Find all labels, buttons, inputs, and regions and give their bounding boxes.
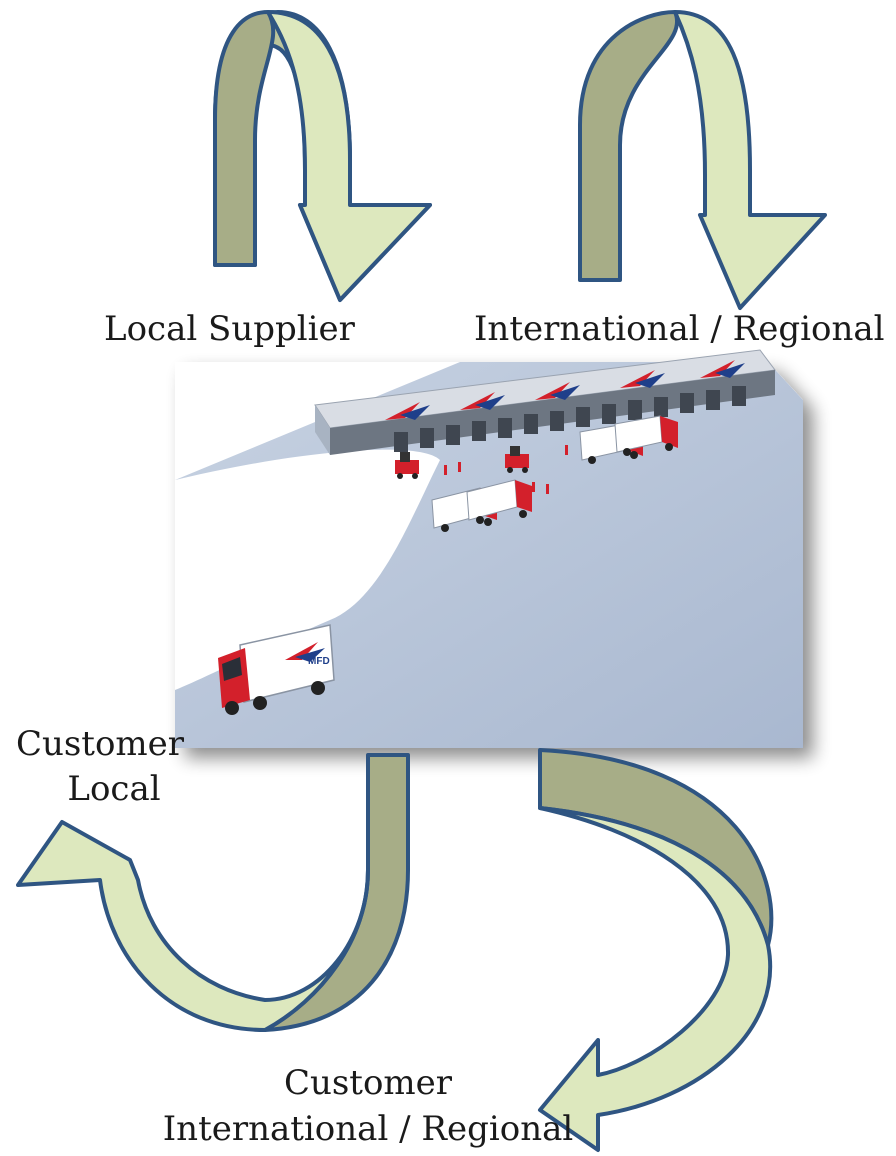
truck-center-2	[466, 479, 532, 524]
arrow-customer-international	[538, 748, 774, 1152]
label-customer-intl-line1: Customer	[284, 1063, 453, 1103]
truck-brand-label: MFD	[308, 656, 330, 667]
label-customer-local-line2: Local	[67, 769, 160, 809]
forklifts	[395, 446, 529, 479]
label-international-regional: International / Regional	[474, 309, 885, 349]
label-customer-local-line1: Customer	[16, 724, 185, 764]
truck-right-2	[614, 415, 678, 456]
truck-foreground: MFD	[218, 624, 335, 715]
arrow-international-supplier	[578, 10, 827, 310]
label-customer-intl-line2: International / Regional	[163, 1109, 574, 1149]
mfd-logos	[385, 360, 745, 420]
label-local-supplier: Local Supplier	[104, 309, 356, 349]
arrow-local-supplier	[213, 10, 432, 302]
warehouse-building	[314, 349, 776, 455]
arrow-customer-local	[16, 753, 410, 1032]
